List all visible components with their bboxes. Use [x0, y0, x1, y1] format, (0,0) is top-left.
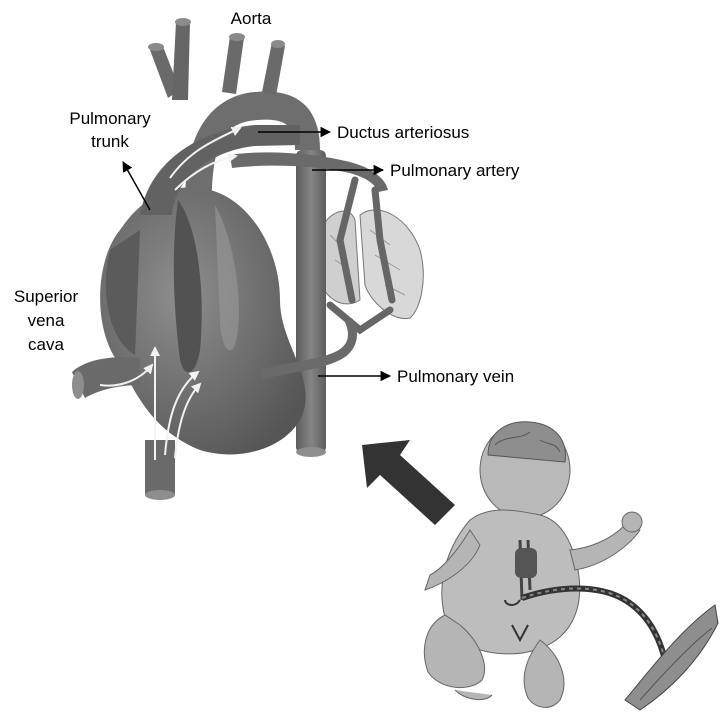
heart: [100, 187, 305, 454]
leader-pulmonary-trunk: [123, 162, 150, 210]
label-aorta: Aorta: [231, 9, 272, 28]
label-ductus-arteriosus: Ductus arteriosus: [337, 123, 469, 142]
label-pulmonary-vein: Pulmonary vein: [397, 367, 514, 386]
inferior-vena-cava: [145, 440, 175, 499]
label-pulmonary-trunk-line2: trunk: [91, 132, 129, 151]
label-pulmonary-artery: Pulmonary artery: [390, 161, 520, 180]
large-diagonal-arrow-icon: [362, 440, 455, 525]
label-superior-vena-cava-line1: Superior: [14, 287, 79, 306]
label-superior-vena-cava-line2: vena: [28, 311, 65, 330]
newborn-illustration-icon: [424, 422, 642, 708]
lung-tissue: [320, 210, 423, 319]
label-pulmonary-trunk-line1: Pulmonary: [69, 109, 151, 128]
label-superior-vena-cava-line3: cava: [28, 335, 64, 354]
